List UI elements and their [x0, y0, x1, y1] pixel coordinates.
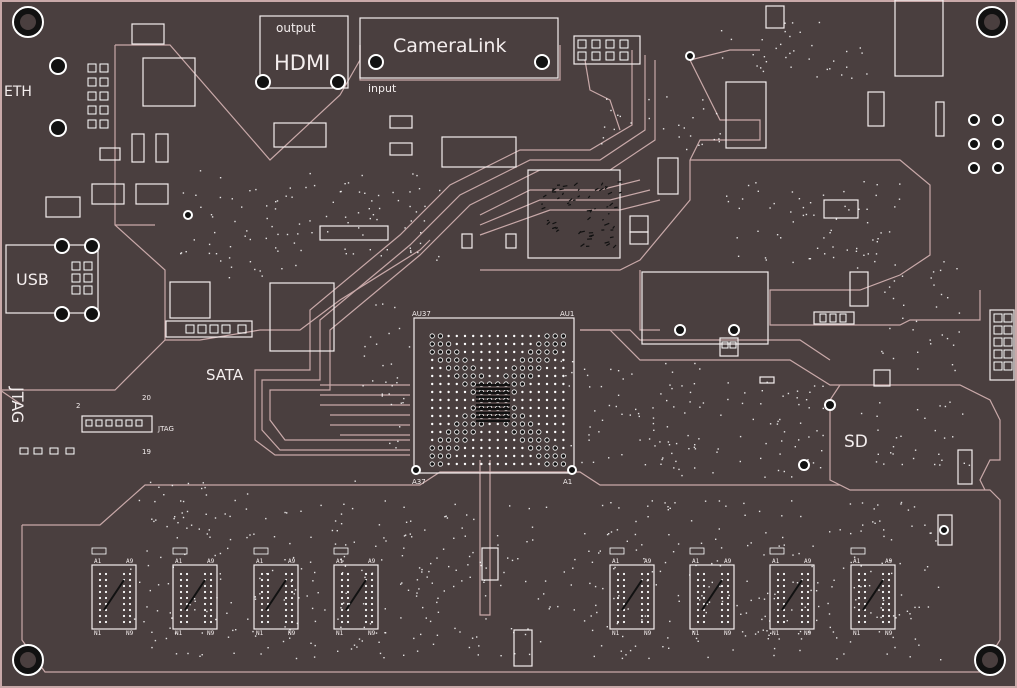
header-pin-2-label: 2 [76, 402, 80, 410]
cameralink-input-label: input [368, 82, 397, 95]
memory-ball-label: A9 [368, 558, 376, 565]
memory-ball-label: N9 [288, 630, 296, 637]
memory-ball-label: A1 [94, 558, 102, 565]
fpga-a1-label: A1 [563, 478, 572, 486]
component-outlines [5, 0, 1015, 667]
memory-ball-label: N9 [126, 630, 134, 637]
trace-routing [0, 44, 1001, 673]
sd-label: SD [844, 432, 868, 452]
header-pin-20-label: 20 [142, 394, 151, 402]
memory-ball-label: A9 [804, 558, 812, 565]
hdmi-label: HDMI [274, 51, 330, 75]
eth-connector-pads [87, 63, 109, 129]
memory-ball-label: N1 [94, 630, 102, 637]
memory-ball-label: A1 [853, 558, 861, 565]
memory-ball-fields [91, 547, 891, 624]
hdmi-output-label: output [276, 21, 316, 35]
fpga-au37-label: AU37 [412, 310, 431, 318]
mounting-holes [12, 6, 1008, 676]
memory-ball-label: A9 [644, 558, 652, 565]
connector-holes [49, 51, 1004, 535]
memory-ball-label: A9 [885, 558, 893, 565]
memory-ball-label: A1 [336, 558, 344, 565]
cameralink-label: CameraLink [393, 35, 506, 57]
memory-ball-label: N1 [256, 630, 264, 637]
eth-label: ETH [4, 84, 32, 100]
memory-ball-label: N1 [175, 630, 183, 637]
memory-ball-label: A9 [126, 558, 134, 565]
fpga-au1-label: AU1 [560, 310, 574, 318]
memory-ball-label: A9 [724, 558, 732, 565]
memory-ball-label: N9 [207, 630, 215, 637]
memory-ball-label: A9 [288, 558, 296, 565]
memory-ball-label: N1 [772, 630, 780, 637]
memory-ball-label: N9 [644, 630, 652, 637]
via-field [130, 21, 971, 661]
usb-label: USB [16, 270, 49, 289]
fpga-bga-field [429, 333, 567, 467]
header-pads [19, 39, 1013, 455]
memory-ball-label: N9 [724, 630, 732, 637]
memory-ball-label: N1 [612, 630, 620, 637]
memory-ball-label: N9 [804, 630, 812, 637]
memory-ball-label: A1 [612, 558, 620, 565]
jtag-small-label: JTAG [157, 425, 174, 433]
memory-ball-label: A1 [175, 558, 183, 565]
memory-ball-label: A9 [207, 558, 215, 565]
memory-ball-label: N9 [885, 630, 893, 637]
header-pin-19-label: 19 [142, 448, 151, 456]
sata-label: SATA [206, 366, 244, 384]
memory-ball-label: N9 [368, 630, 376, 637]
memory-ball-label: A1 [692, 558, 700, 565]
memory-ball-label: N1 [692, 630, 700, 637]
memory-ball-label: N1 [336, 630, 344, 637]
memory-ball-label: A1 [772, 558, 780, 565]
fpga-a37-label: A37 [412, 478, 426, 486]
memory-ball-label: A1 [256, 558, 264, 565]
jtag-label: JTAG [8, 386, 27, 423]
memory-ball-label: N1 [853, 630, 861, 637]
